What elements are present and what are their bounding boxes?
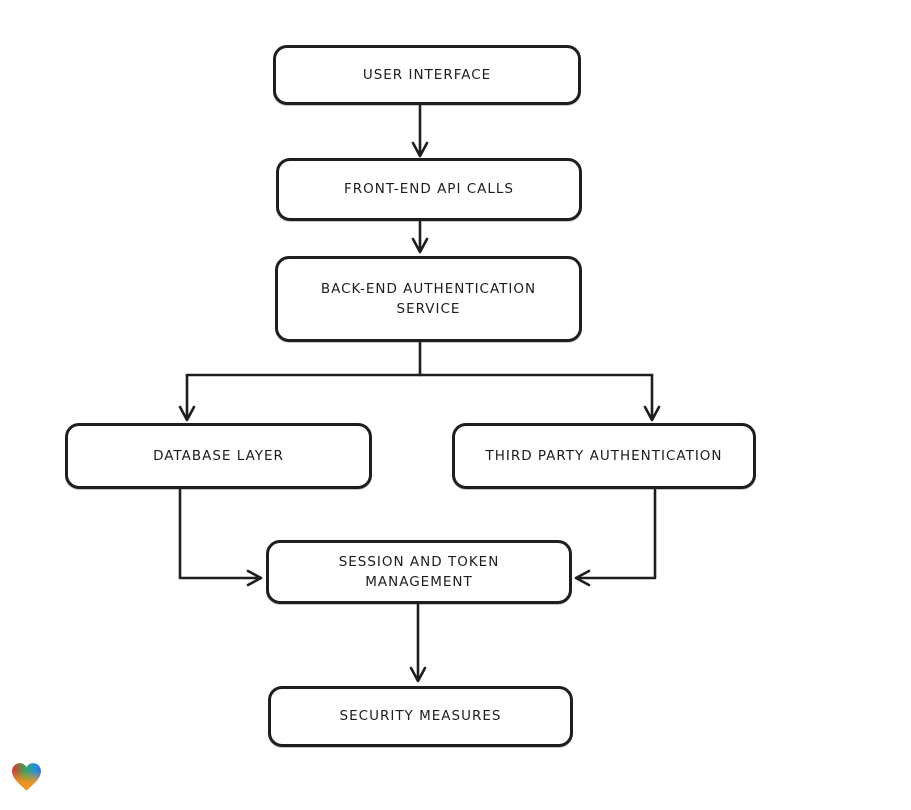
node-label: SESSION AND TOKEN MANAGEMENT	[338, 553, 500, 590]
edge-back-end-authentication-service-branch	[178, 341, 661, 422]
node-label: SECURITY MEASURES	[339, 708, 502, 725]
node-label: BACK-END AUTHENTICATION SERVICE	[320, 280, 537, 317]
edge-session-and-token-management-to-security-measures	[409, 603, 427, 683]
edge-user-interface-to-front-end-api-calls	[411, 104, 429, 158]
edge-database-layer-to-session-and-token-management	[178, 488, 263, 587]
node-back-end-authentication-service: BACK-END AUTHENTICATION SERVICE	[275, 256, 582, 342]
node-session-and-token-management: SESSION AND TOKEN MANAGEMENT	[266, 540, 572, 604]
node-label: USER INTERFACE	[362, 66, 492, 83]
node-front-end-api-calls: FRONT-END API CALLS	[276, 158, 582, 221]
node-security-measures: SECURITY MEASURES	[268, 686, 573, 747]
node-user-interface: USER INTERFACE	[273, 45, 581, 105]
gradient-heart-icon	[12, 763, 41, 791]
node-database-layer: DATABASE LAYER	[65, 423, 372, 489]
node-label: DATABASE LAYER	[153, 447, 284, 464]
node-label: THIRD PARTY AUTHENTICATION	[485, 447, 723, 464]
node-label: FRONT-END API CALLS	[344, 181, 514, 198]
edge-third-party-authentication-to-session-and-token-management	[574, 488, 657, 587]
node-third-party-authentication: THIRD PARTY AUTHENTICATION	[452, 423, 756, 489]
edge-front-end-api-calls-to-back-end-authentication-service	[411, 220, 429, 254]
